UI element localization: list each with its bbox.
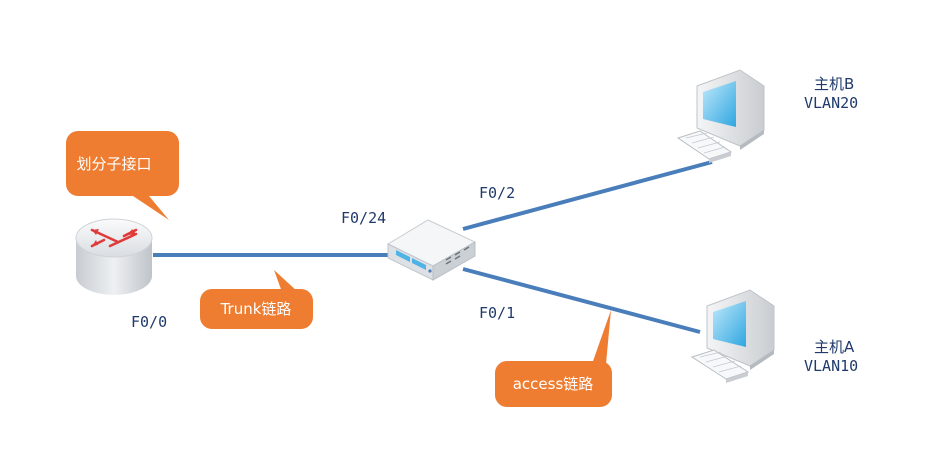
switch-icon — [386, 219, 477, 281]
host-a-name: 主机A — [814, 338, 855, 356]
port-label-host-b: F0/2 — [479, 184, 515, 202]
callout-subinterface-text: 划分子接口 — [76, 155, 151, 173]
pc-icon — [690, 289, 775, 383]
host-b-vlan: VLAN20 — [804, 94, 858, 112]
callout-access: access链路 — [495, 310, 612, 407]
link-to-host-b — [462, 160, 713, 231]
callout-access-text: access链路 — [513, 375, 594, 393]
link-to-host-a — [462, 267, 701, 334]
pc-icon — [676, 69, 765, 163]
router-icon — [75, 218, 153, 295]
callout-trunk-text: Trunk链路 — [220, 300, 292, 318]
port-label-host-a: F0/1 — [479, 304, 515, 322]
port-label-switch-uplink: F0/24 — [341, 209, 386, 227]
callout-subinterface: 划分子接口 — [66, 131, 179, 220]
port-label-router: F0/0 — [131, 313, 167, 331]
host-b-name: 主机B — [814, 75, 854, 93]
host-a-vlan: VLAN10 — [804, 357, 858, 375]
callout-trunk: Trunk链路 — [200, 270, 313, 329]
